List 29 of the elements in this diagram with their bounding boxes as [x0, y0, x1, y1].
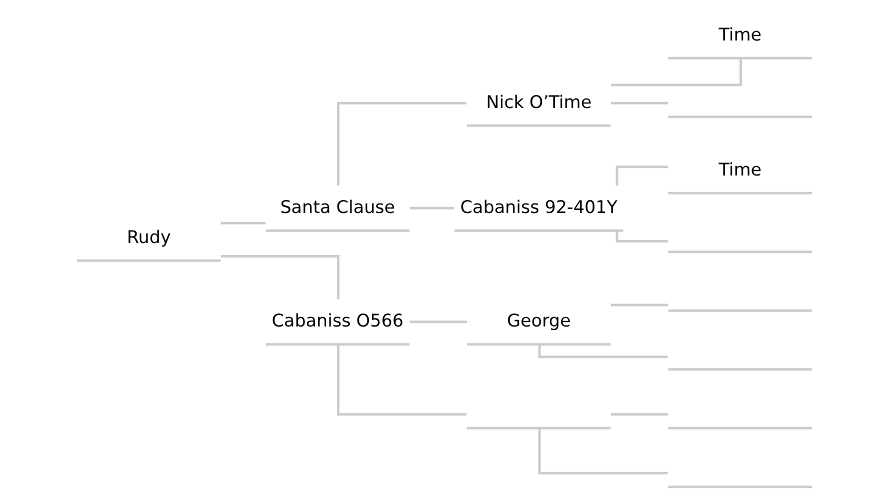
- connector: [610, 102, 668, 104]
- node-text: Time: [718, 25, 762, 46]
- node-text: Santa Clause: [280, 198, 396, 218]
- connector: [337, 344, 466, 416]
- node-bar: [467, 426, 611, 430]
- node-text: Cabaniss 92-401Y: [460, 198, 618, 218]
- node-text: Time: [718, 160, 762, 180]
- node-text: Nick O’Time: [486, 92, 592, 113]
- connector: [221, 255, 340, 300]
- node-text: Cabaniss O566: [272, 312, 404, 332]
- connector: [337, 102, 466, 186]
- connector: [616, 230, 668, 242]
- connector: [610, 304, 668, 306]
- connector: [410, 320, 467, 324]
- node-bar: [668, 116, 812, 118]
- connector: [610, 413, 668, 416]
- node-bar: [668, 309, 812, 312]
- node-text: Rudy: [126, 228, 171, 248]
- connector: [538, 428, 668, 474]
- connector: [220, 222, 266, 224]
- node-text: George: [506, 312, 571, 332]
- connector: [611, 58, 742, 86]
- connector: [410, 206, 454, 210]
- node-bar: [668, 426, 812, 430]
- connector: [538, 344, 668, 358]
- node-bar: [668, 250, 812, 254]
- connector: [616, 166, 668, 186]
- node-bar: [668, 486, 812, 488]
- node-bar: [668, 368, 812, 371]
